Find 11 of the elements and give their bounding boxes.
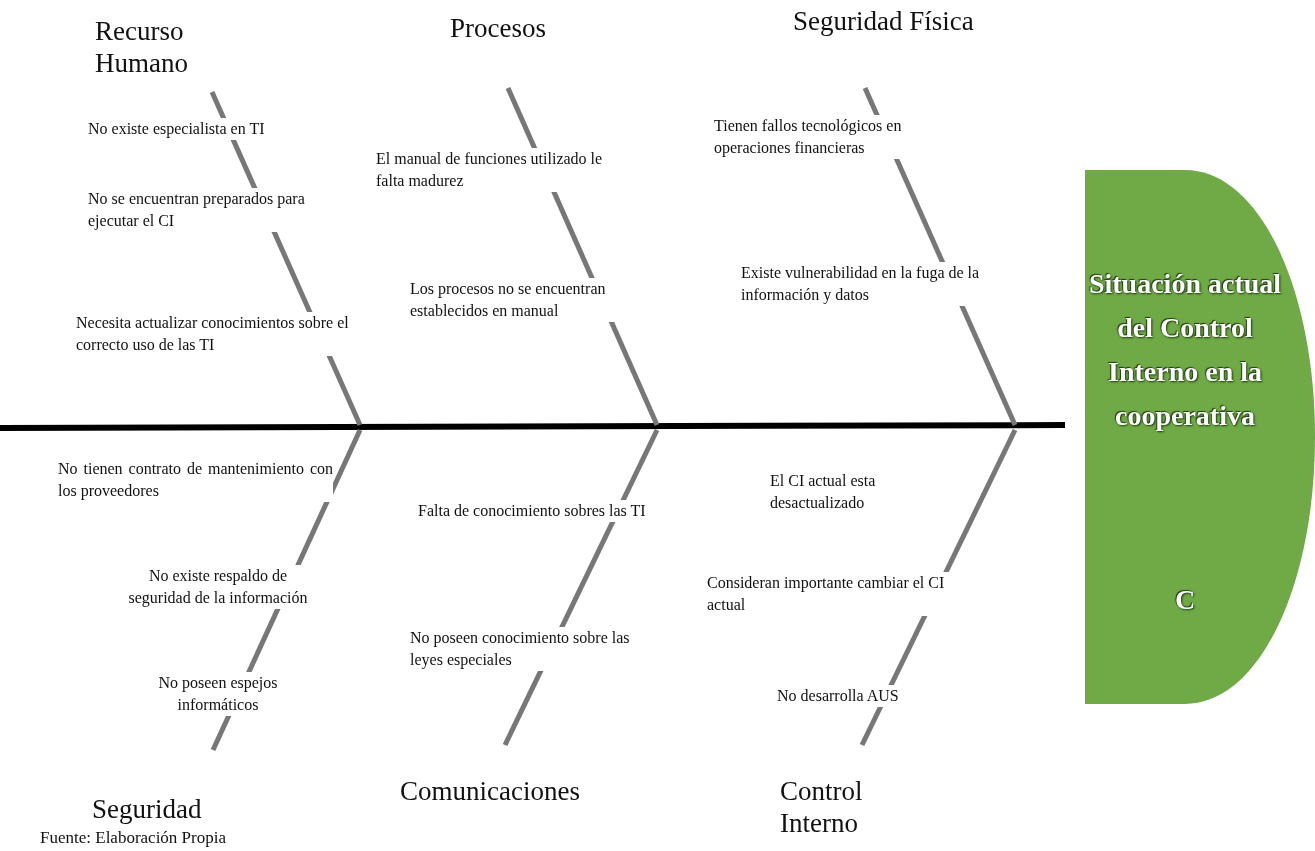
category-heading: Comunicaciones (400, 775, 581, 807)
category-heading: Seguridad (92, 793, 203, 825)
category-heading: Control Interno (780, 775, 864, 839)
cause-text: Existe vulnerabilidad en la fuga de la información y datos (741, 262, 981, 306)
head-text: Situación actual del Control Interno en la cooperativa (1087, 267, 1283, 433)
head-text: C (1173, 583, 1197, 617)
caption: Fuente: Elaboración Propia (40, 828, 226, 848)
category-heading: Procesos (450, 12, 547, 44)
effect-head-shape (1085, 170, 1315, 704)
category-heading: Recurso Humano (95, 15, 189, 79)
category-heading: Seguridad Física (793, 5, 975, 37)
